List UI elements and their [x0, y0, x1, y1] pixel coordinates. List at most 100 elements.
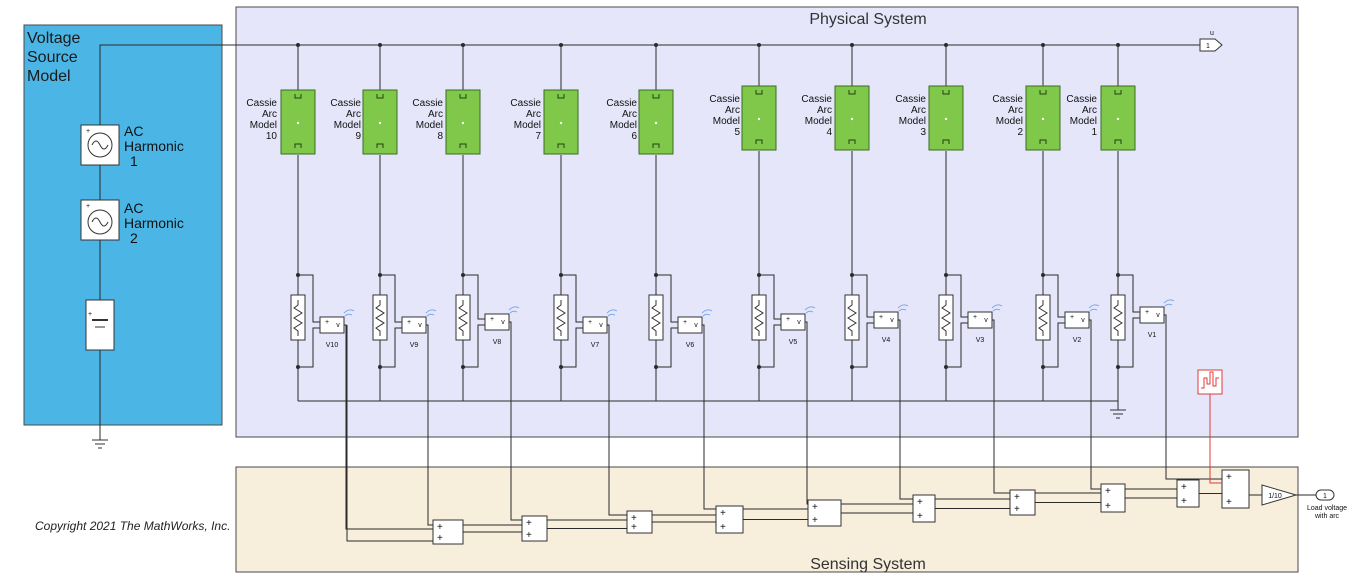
zigzag-resistor-icon — [556, 300, 566, 336]
sum-plus-1: + — [917, 497, 923, 508]
voltage-sensor-block[interactable]: +v — [780, 313, 806, 331]
arc-model-label: 8 — [437, 131, 443, 142]
arc-model-group: CassieArcModel10+vV10CassieArcModel9+vV9… — [246, 43, 1175, 401]
noise-source-block[interactable] — [1197, 369, 1223, 395]
voltage-sensor-block[interactable]: +v — [873, 311, 899, 329]
resistor-block[interactable] — [455, 294, 471, 341]
ac-harmonic-2-source[interactable]: + — [80, 199, 120, 241]
cassie-arc-model-block[interactable] — [1025, 85, 1061, 151]
voltage-sensor-label: V1 — [1148, 332, 1157, 339]
resistor-block[interactable] — [553, 294, 569, 341]
resistor-block[interactable] — [1035, 294, 1051, 341]
voltage-source-title-1: Voltage — [27, 30, 80, 47]
arc-model-label: Arc — [262, 109, 277, 120]
sum-plus-1: + — [1105, 486, 1111, 497]
sum-plus-1: + — [720, 508, 726, 519]
cassie-arc-model-block[interactable] — [543, 89, 579, 155]
arc-model-label: 2 — [1017, 127, 1023, 138]
voltage-sensor-block[interactable]: +v — [677, 316, 703, 334]
voltage-sensor-block[interactable]: +v — [1064, 311, 1090, 329]
voltage-sensor-block[interactable]: +v — [319, 316, 345, 334]
goto-tag-u[interactable]: 1 u — [1199, 30, 1223, 52]
resistor-block[interactable] — [648, 294, 664, 341]
arc-model-label: Arc — [817, 105, 832, 116]
sum-plus-2: + — [1014, 504, 1020, 515]
resistor-block[interactable] — [372, 294, 388, 341]
arc-model-label: Model — [514, 120, 541, 131]
arc-model-label: Arc — [428, 109, 443, 120]
sum-block[interactable]: ++ — [432, 519, 464, 545]
arc-model-label: Arc — [526, 109, 541, 120]
voltage-sensor-label: V10 — [326, 342, 339, 349]
voltage-source-wiring — [99, 44, 1200, 440]
sum-block[interactable]: ++ — [1009, 489, 1036, 516]
zigzag-resistor-icon — [1038, 300, 1048, 336]
arc-model-label: Arc — [622, 109, 637, 120]
cassie-arc-model-block[interactable] — [834, 85, 870, 151]
sensor-plus: + — [490, 316, 494, 323]
voltage-sensor-block[interactable]: +v — [1139, 306, 1165, 324]
sum-block[interactable]: ++ — [715, 505, 744, 534]
arc-model-label: Arc — [346, 109, 361, 120]
voltage-sensor-block[interactable]: +v — [582, 316, 608, 334]
sensing-chain: ++++++++++++++++++++ — [344, 314, 1250, 545]
arc-model-label: 9 — [355, 131, 361, 142]
sum-block[interactable]: ++ — [626, 510, 653, 534]
cassie-arc-model-block[interactable] — [1100, 85, 1136, 151]
voltage-sensor-block[interactable]: +v — [967, 311, 993, 329]
sum-plus-2: + — [1105, 501, 1111, 512]
physical-bottom-wiring — [298, 400, 1119, 410]
resistor-block[interactable] — [844, 294, 860, 341]
arc-model-label: Cassie — [1066, 94, 1097, 105]
sum-block[interactable]: ++ — [1221, 469, 1250, 509]
outport-load-voltage[interactable]: 1 — [1315, 489, 1335, 501]
resistor-block[interactable] — [290, 294, 306, 341]
dc-voltage-source[interactable]: + — [85, 299, 115, 351]
cassie-arc-model-block[interactable] — [280, 89, 316, 155]
resistor-block[interactable] — [938, 294, 954, 341]
resistor-block[interactable] — [1110, 294, 1126, 341]
physical-system-area[interactable] — [235, 6, 1299, 438]
voltage-sensor-label: V9 — [410, 342, 419, 349]
sum-block[interactable]: ++ — [521, 515, 548, 542]
svg-text:1: 1 — [1323, 493, 1327, 500]
cassie-arc-model-block[interactable] — [638, 89, 674, 155]
battery-icon: + — [88, 311, 108, 328]
wireless-icon — [991, 304, 1003, 312]
cassie-arc-model-block[interactable] — [741, 85, 777, 151]
voltage-source-area[interactable] — [23, 24, 223, 426]
wireless-icon — [897, 304, 909, 312]
cassie-arc-model-block[interactable] — [362, 89, 398, 155]
arc-model-label: Model — [610, 120, 637, 131]
sum-block[interactable]: ++ — [807, 499, 842, 527]
voltage-source-title-3: Model — [27, 68, 71, 85]
sum-plus-1: + — [631, 513, 637, 524]
svg-text:+: + — [88, 311, 92, 318]
sum-block[interactable]: ++ — [1176, 479, 1200, 508]
sensor-plus: + — [1070, 314, 1074, 321]
sum-plus-1: + — [812, 502, 818, 513]
outport-label-1: Load voltage — [1307, 505, 1347, 512]
zigzag-resistor-icon — [1113, 300, 1123, 336]
sum-plus-2: + — [526, 530, 532, 541]
cassie-arc-model-block[interactable] — [928, 85, 964, 151]
sensor-v: v — [501, 319, 505, 326]
sum-block[interactable]: ++ — [1100, 483, 1126, 513]
arc-model-label: 4 — [826, 127, 832, 138]
sensor-plus: + — [325, 319, 329, 326]
cassie-arc-model-block[interactable] — [445, 89, 481, 155]
sum-block[interactable]: ++ — [912, 494, 936, 523]
sensor-v: v — [418, 322, 422, 329]
sum-plus-2: + — [917, 511, 923, 522]
ac-harmonic-2-label-3: 2 — [130, 230, 138, 246]
ac-harmonic-1-source[interactable]: + — [80, 124, 120, 166]
wireless-icon — [804, 306, 816, 314]
resistor-block[interactable] — [751, 294, 767, 341]
voltage-sensor-label: V2 — [1073, 337, 1082, 344]
voltage-sensor-block[interactable]: +v — [401, 316, 427, 334]
voltage-sensor-block[interactable]: +v — [484, 313, 510, 331]
